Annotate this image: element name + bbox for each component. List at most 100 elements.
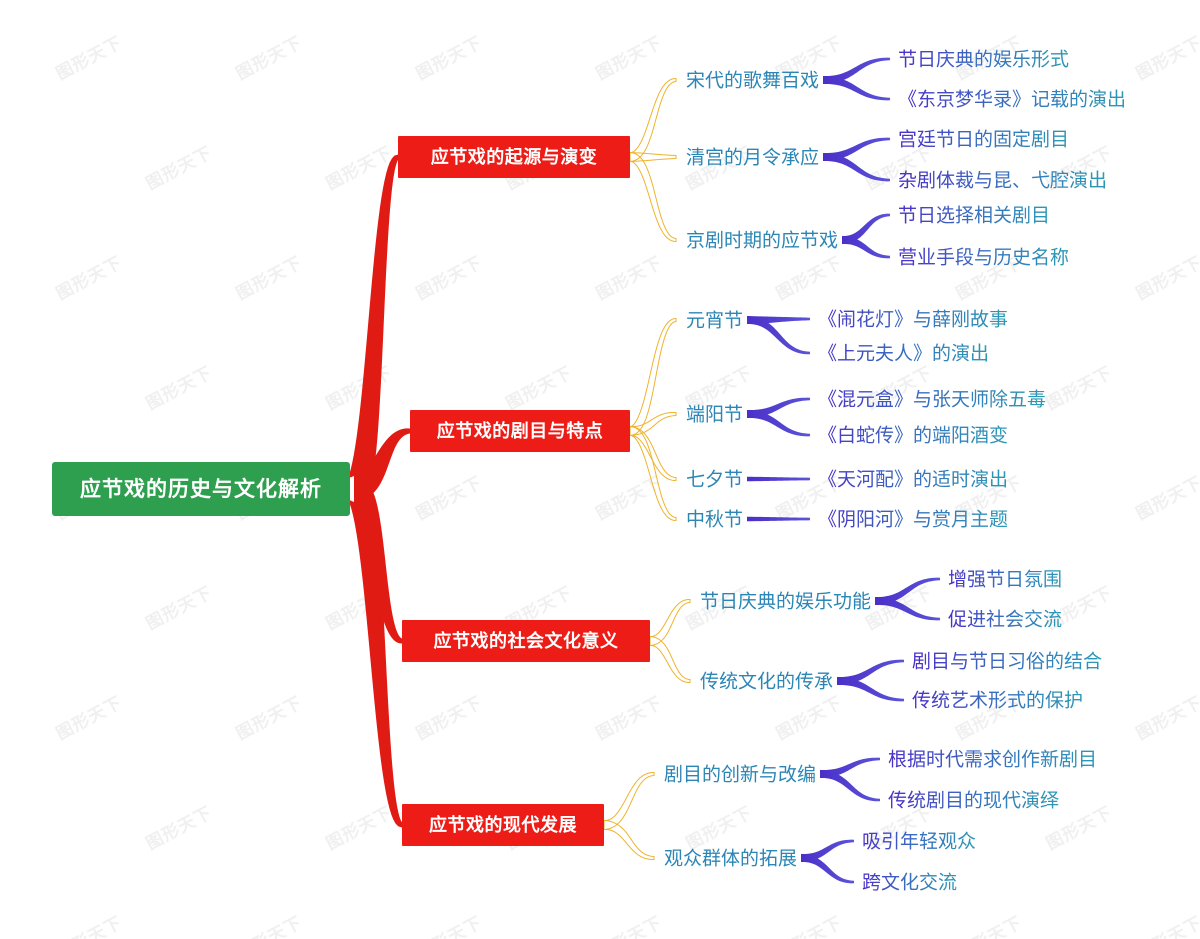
subtopic-node-label[interactable]: 传统剧目的现代演绎 [888, 790, 1059, 812]
watermark-text: 图形天下 [412, 692, 485, 744]
branch-node[interactable]: 应节戏的起源与演变 [398, 136, 630, 178]
watermark-text: 图形天下 [772, 252, 845, 304]
topic-to-subtopic-connector [801, 854, 854, 884]
branch-node[interactable]: 应节戏的剧目与特点 [410, 410, 630, 452]
subtopic-node-label[interactable]: 《东京梦华录》记载的演出 [898, 89, 1126, 111]
branch-to-topic-connector [629, 425, 677, 482]
topic-node-label[interactable]: 传统文化的传承 [700, 671, 833, 693]
watermark-text: 图形天下 [1132, 472, 1200, 524]
subtopic-node-label[interactable]: 《混元盒》与张天师除五毒 [818, 389, 1046, 411]
topic-to-subtopic-connector [842, 213, 890, 244]
topic-to-subtopic-connector [875, 577, 940, 605]
branch-node-label: 应节戏的起源与演变 [431, 146, 598, 168]
topic-node-label[interactable]: 京剧时期的应节戏 [686, 230, 838, 252]
subtopic-node-label[interactable]: 节日选择相关剧目 [898, 205, 1050, 227]
watermark-text: 图形天下 [232, 692, 305, 744]
subtopic-node-label[interactable]: 宫廷节日的固定剧目 [898, 129, 1069, 151]
watermark-text: 图形天下 [952, 912, 1025, 939]
purple-connector-layer [747, 57, 940, 884]
subtopic-node-label[interactable]: 根据时代需求创作新剧目 [888, 749, 1097, 771]
subtopic-node-label[interactable]: 跨文化交流 [862, 872, 957, 894]
branch-to-topic-connector [649, 635, 691, 684]
topic-to-subtopic-connector [820, 757, 880, 778]
subtopic-node-label[interactable]: 传统艺术形式的保护 [912, 690, 1083, 712]
subtopic-node-label[interactable]: 营业手段与历史名称 [898, 247, 1069, 269]
root-node[interactable]: 应节戏的历史与文化解析 [52, 462, 350, 516]
topic-to-subtopic-connector [747, 316, 810, 355]
watermark-text: 图形天下 [412, 472, 485, 524]
watermark-text: 图形天下 [1132, 912, 1200, 939]
topic-to-subtopic-connector [823, 137, 890, 161]
watermark-text: 图形天下 [322, 362, 395, 414]
subtopic-node-label[interactable]: 节日庆典的娱乐形式 [898, 49, 1069, 71]
topic-to-subtopic-connector [823, 76, 890, 101]
branch-node-label: 应节戏的现代发展 [429, 814, 577, 836]
topic-to-subtopic-connector [823, 153, 890, 182]
branch-to-topic-connector [649, 598, 691, 647]
gold-connector-layer [603, 77, 691, 860]
topic-to-subtopic-connector [842, 236, 890, 259]
subtopic-node-label[interactable]: 吸引年轻观众 [862, 831, 976, 853]
subtopic-node-label[interactable]: 《天河配》的适时演出 [818, 469, 1008, 491]
subtopic-node-label[interactable]: 《阴阳河》与赏月主题 [818, 509, 1008, 531]
topic-node-label[interactable]: 端阳节 [686, 404, 743, 426]
watermark-text: 图形天下 [52, 32, 125, 84]
trunk-connector [346, 154, 399, 502]
subtopic-node-label[interactable]: 《上元夫人》的演出 [818, 343, 989, 365]
watermark-text: 图形天下 [1132, 252, 1200, 304]
topic-node-label[interactable]: 清宫的月令承应 [686, 147, 819, 169]
branch-to-topic-connector [629, 151, 677, 243]
subtopic-node-label[interactable]: 《白蛇传》的端阳酒变 [818, 425, 1008, 447]
watermark-text: 图形天下 [232, 912, 305, 939]
watermark-text: 图形天下 [322, 802, 395, 854]
branch-node[interactable]: 应节戏的现代发展 [402, 804, 604, 846]
watermark-text: 图形天下 [592, 32, 665, 84]
topic-to-subtopic-connector [747, 410, 810, 437]
topic-node-label[interactable]: 节日庆典的娱乐功能 [700, 591, 871, 613]
subtopic-node-label[interactable]: 促进社会交流 [948, 609, 1062, 631]
watermark-text: 图形天下 [1132, 32, 1200, 84]
watermark-text: 图形天下 [52, 692, 125, 744]
trunk-connector [347, 476, 402, 828]
topic-node-label[interactable]: 剧目的创新与改编 [664, 764, 816, 786]
subtopic-node-label[interactable]: 《闹花灯》与薛刚故事 [818, 309, 1008, 331]
subtopic-node-label[interactable]: 杂剧体裁与昆、弋腔演出 [898, 170, 1107, 192]
branch-to-topic-connector [629, 411, 677, 437]
topic-to-subtopic-connector [747, 476, 810, 482]
branch-to-topic-connector [629, 425, 677, 522]
topic-to-subtopic-connector [837, 659, 904, 685]
watermark-text: 图形天下 [1042, 362, 1115, 414]
watermark-text: 图形天下 [142, 802, 215, 854]
watermark-text: 图形天下 [592, 472, 665, 524]
branch-node-label: 应节戏的社会文化意义 [434, 630, 619, 652]
topic-node-label[interactable]: 元宵节 [686, 310, 743, 332]
trunk-connector-layer [346, 154, 410, 828]
watermark-text: 图形天下 [142, 142, 215, 194]
subtopic-node-label[interactable]: 剧目与节日习俗的结合 [912, 651, 1102, 673]
branch-node[interactable]: 应节戏的社会文化意义 [402, 620, 650, 662]
nodes-layer: 应节戏的历史与文化解析 应节戏的起源与演变 宋代的歌舞百戏 节日庆典的娱乐形式《东京梦… [52, 49, 1126, 894]
topic-to-subtopic-connector [747, 516, 810, 522]
topic-to-subtopic-connector [875, 597, 940, 621]
topic-to-subtopic-connector [837, 677, 904, 702]
watermark-text: 图形天下 [502, 362, 575, 414]
watermark-text: 图形天下 [592, 252, 665, 304]
topic-to-subtopic-connector [823, 57, 890, 84]
topic-node-label[interactable]: 观众群体的拓展 [664, 848, 797, 870]
watermark-text: 图形天下 [592, 692, 665, 744]
root-node-label: 应节戏的历史与文化解析 [80, 477, 322, 501]
topic-node-label[interactable]: 宋代的歌舞百戏 [686, 70, 819, 92]
topic-node-label[interactable]: 七夕节 [686, 469, 743, 491]
watermark-text: 图形天下 [1132, 692, 1200, 744]
watermark-text: 图形天下 [52, 252, 125, 304]
watermark-text: 图形天下 [232, 32, 305, 84]
branch-node-label: 应节戏的剧目与特点 [437, 420, 604, 442]
watermark-text: 图形天下 [412, 32, 485, 84]
topic-node-label[interactable]: 中秋节 [686, 509, 743, 531]
watermark-text: 图形天下 [412, 252, 485, 304]
topic-to-subtopic-connector [820, 770, 880, 802]
branch-to-topic-connector [629, 151, 677, 163]
watermark-text: 图形天下 [142, 362, 215, 414]
subtopic-node-label[interactable]: 增强节日氛围 [948, 569, 1062, 591]
